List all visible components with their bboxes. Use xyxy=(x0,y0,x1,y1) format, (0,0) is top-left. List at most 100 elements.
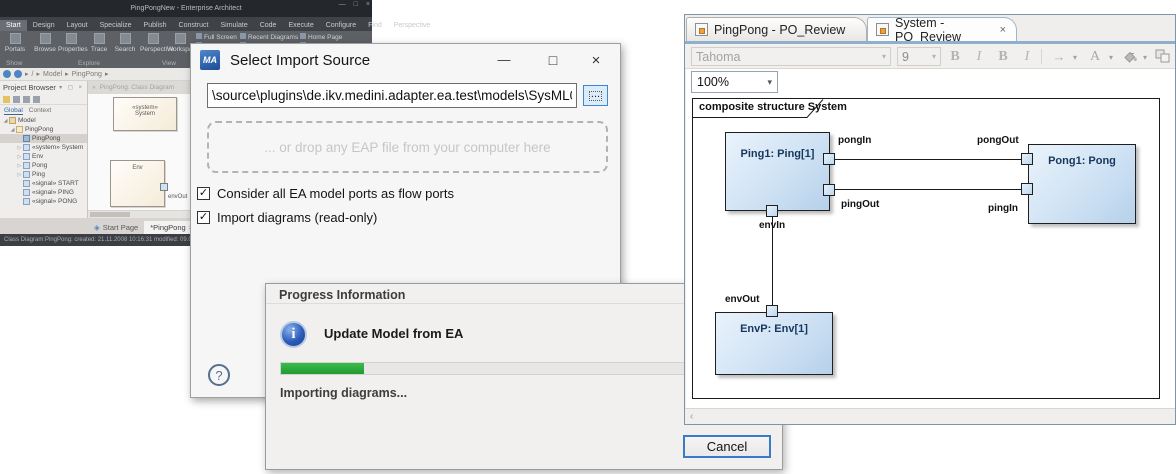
italic-button-2[interactable]: I xyxy=(1024,48,1030,64)
ea-maximize-icon[interactable]: □ xyxy=(353,1,358,8)
cancel-button[interactable]: Cancel xyxy=(683,435,771,458)
block-ping1[interactable]: Ping1: Ping[1] xyxy=(725,132,830,211)
font-color-dropdown-icon[interactable]: ▾ xyxy=(1109,53,1114,62)
ribbon-tab-publish[interactable]: Publish xyxy=(143,22,167,29)
checkbox-checked-icon[interactable]: ✓ xyxy=(197,187,210,200)
ribbon-tab-construct[interactable]: Construct xyxy=(178,22,209,29)
ea-minimize-icon[interactable]: — xyxy=(338,1,346,8)
tree-item-signal-ping[interactable]: «signal» PING xyxy=(0,188,87,197)
tree-item-model[interactable]: ◢Model xyxy=(3,117,36,124)
zoom-select[interactable]: 100%▾ xyxy=(691,71,778,93)
trace-icon xyxy=(93,33,105,44)
ribbon-tab-specialize[interactable]: Specialize xyxy=(99,22,132,29)
italic-button[interactable]: I xyxy=(976,48,982,64)
font-size-select[interactable]: 9▾ xyxy=(897,47,941,66)
ribbon-tab-configure[interactable]: Configure xyxy=(325,22,357,29)
pb-tool-icon[interactable] xyxy=(13,95,20,103)
import-diagrams-checkbox[interactable]: ✓ Import diagrams (read-only) xyxy=(197,210,378,225)
ribbon-perspective[interactable]: Perspective xyxy=(393,22,431,29)
tree-item-pingpong-pkg[interactable]: ◢PingPong xyxy=(10,126,54,133)
ribbon-tab-design[interactable]: Design xyxy=(32,22,55,29)
tree-item-env[interactable]: ▷Env xyxy=(17,153,44,160)
ribbon-tab-layout[interactable]: Layout xyxy=(66,22,88,29)
nav-back-icon[interactable] xyxy=(3,70,11,78)
ribbon-tab-start[interactable]: Start xyxy=(0,20,27,31)
diagram-canvas[interactable]: 100%▾ composite structure System Ping1: … xyxy=(686,69,1175,408)
tree-item-pingpong-diagram[interactable]: PingPong xyxy=(0,134,87,143)
fill-color-icon[interactable] xyxy=(1121,47,1141,66)
port-pingout[interactable] xyxy=(823,184,835,196)
line-style-button[interactable]: → xyxy=(1052,49,1066,64)
block-pong1[interactable]: Pong1: Pong xyxy=(1028,144,1136,224)
browse-button[interactable]: Browse xyxy=(32,33,58,53)
bold-button-2[interactable]: B xyxy=(998,48,1008,64)
editor-tab-system[interactable]: System - PO_Review × xyxy=(867,16,1017,44)
ea-env-box[interactable]: Env xyxy=(110,160,165,207)
trace-button[interactable]: Trace xyxy=(86,33,112,53)
connector-env[interactable] xyxy=(772,217,773,305)
bold-button[interactable]: B xyxy=(950,48,960,64)
ea-envout-port[interactable] xyxy=(160,183,168,191)
breadcrumb-pingpong[interactable]: PingPong xyxy=(71,70,102,78)
checkbox-checked-icon[interactable]: ✓ xyxy=(197,211,210,224)
block-envp[interactable]: EnvP: Env[1] xyxy=(715,312,833,375)
ea-close-icon[interactable]: × xyxy=(365,1,370,8)
font-color-button[interactable]: A xyxy=(1089,48,1101,64)
flow-ports-checkbox[interactable]: ✓ Consider all EA model ports as flow po… xyxy=(197,186,454,201)
full-screen-button[interactable]: Full Screen xyxy=(196,33,237,41)
help-button[interactable]: ? xyxy=(208,364,230,386)
import-path-input[interactable] xyxy=(207,83,577,108)
port-envin[interactable] xyxy=(766,205,778,217)
editor-hscrollbar[interactable]: ‹ xyxy=(685,408,1175,424)
recent-diagrams-button[interactable]: Recent Diagrams xyxy=(240,33,298,41)
line-style-dropdown-icon[interactable]: ▾ xyxy=(1073,53,1078,62)
tree-item-system[interactable]: ▷«system» System xyxy=(17,144,84,151)
pb-tab-context[interactable]: Context xyxy=(28,107,52,114)
browse-button[interactable]: ... xyxy=(583,85,608,106)
font-family-select[interactable]: Tahoma▾ xyxy=(691,47,891,66)
canvas-chevrons-icon[interactable]: » xyxy=(92,84,96,91)
portals-button[interactable]: Portals xyxy=(2,33,28,53)
ribbon-tab-execute[interactable]: Execute xyxy=(288,22,314,29)
tab-close-icon[interactable]: × xyxy=(999,23,1006,36)
pb-tool-icon[interactable] xyxy=(23,95,30,103)
tab-start-page[interactable]: ◈ Start Page xyxy=(94,223,139,232)
fill-color-dropdown-icon[interactable]: ▾ xyxy=(1143,53,1148,62)
tree-item-ping[interactable]: ▷Ping xyxy=(17,171,46,178)
breadcrumb-model[interactable]: Model xyxy=(42,70,63,78)
ribbon-find[interactable]: Find xyxy=(368,22,382,29)
project-browser-head-icons[interactable]: ▾ ◻ × xyxy=(59,85,84,91)
connector-ping[interactable] xyxy=(835,189,1021,190)
tree-item-pong[interactable]: ▷Pong xyxy=(17,162,48,169)
editor-tab-pingpong[interactable]: PingPong - PO_Review xyxy=(686,17,867,41)
dialog-maximize-icon[interactable]: □ xyxy=(548,52,558,68)
pb-tool-icon[interactable] xyxy=(33,95,40,103)
port-pingin[interactable] xyxy=(1021,183,1033,195)
workspace-button[interactable]: Workspace xyxy=(167,33,199,53)
scroll-left-icon[interactable]: ‹ xyxy=(690,411,694,422)
tree-item-signal-pong[interactable]: «signal» PONG xyxy=(0,197,87,206)
ribbon-tab-simulate[interactable]: Simulate xyxy=(220,22,248,29)
nav-forward-icon[interactable] xyxy=(14,70,22,78)
eap-dropzone[interactable]: ... or drop any EAP file from your compu… xyxy=(207,121,608,173)
tree-item-signal-start[interactable]: «signal» START xyxy=(0,179,87,188)
port-pongin[interactable] xyxy=(823,153,835,165)
home-page-button[interactable]: Home Page xyxy=(300,33,342,41)
ea-titlebar[interactable]: PingPongNew - Enterprise Architect — □ × xyxy=(0,0,372,17)
pb-tab-global[interactable]: Global xyxy=(4,106,23,115)
properties-button[interactable]: Properties xyxy=(58,33,88,53)
dialog-close-icon[interactable]: × xyxy=(591,52,601,69)
dialog-minimize-icon[interactable]: — xyxy=(497,52,511,67)
import-dialog-titlebar[interactable]: MA Select Import Source xyxy=(191,44,620,76)
port-envout[interactable] xyxy=(766,305,778,317)
search-button[interactable]: Search xyxy=(112,33,138,53)
perspective-button[interactable]: Perspective xyxy=(140,33,174,53)
ribbon-tab-code[interactable]: Code xyxy=(259,22,277,29)
connector-pong[interactable] xyxy=(835,159,1021,160)
copy-appearance-icon[interactable] xyxy=(1153,47,1173,66)
new-folder-icon[interactable] xyxy=(3,95,10,103)
breadcrumb-separator: ▸ xyxy=(104,71,109,78)
ea-system-box[interactable]: «system» System xyxy=(113,97,177,131)
port-pongout[interactable] xyxy=(1021,153,1033,165)
